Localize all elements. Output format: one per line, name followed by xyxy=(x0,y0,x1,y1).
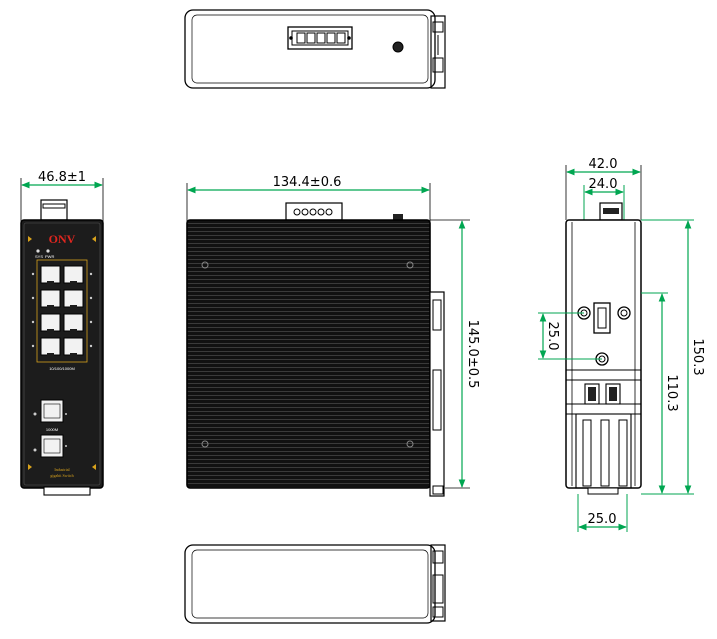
front-top-terminal xyxy=(40,199,68,221)
sfp-speed-label: 1000M xyxy=(46,427,58,432)
top-view-body xyxy=(184,9,436,89)
top-din-clip xyxy=(430,15,446,89)
port-speed-label: 10/100/1000M xyxy=(49,366,75,371)
rear-bottom-width-label: 25.0 xyxy=(588,512,617,527)
ground-screw-icon xyxy=(392,41,404,53)
sys-led-label: SYS xyxy=(35,254,43,259)
top-view xyxy=(184,9,446,89)
pwr-led-label: PWR xyxy=(45,254,54,259)
pwr-led-icon xyxy=(46,249,50,253)
side-view: 134.4±0.6 xyxy=(186,175,480,497)
top-view-inner-outline xyxy=(191,14,429,84)
product-name-line2: gigabit Switch xyxy=(50,473,73,478)
rear-clip-height-label: 110.3 xyxy=(664,374,679,411)
brand-logo: ONV xyxy=(49,232,76,246)
front-width-label: 46.8±1 xyxy=(38,170,86,185)
side-width-label: 134.4±0.6 xyxy=(273,175,342,190)
rear-view: 42.0 24.0 xyxy=(538,157,705,532)
dimension-side-height: 145.0±0.5 xyxy=(430,219,480,489)
dimension-rear-clip-height: 110.3 xyxy=(641,292,679,495)
heatsink-body xyxy=(186,219,431,489)
dimension-rear-hole-spacing: 25.0 xyxy=(538,312,602,360)
front-view: 46.8±1 ONV SYS PWR xyxy=(20,170,104,496)
sfp-slots xyxy=(33,399,67,458)
rear-total-height-label: 150.3 xyxy=(690,338,705,375)
rear-hole-spacing-label: 25.0 xyxy=(545,322,560,351)
din-rail-slot xyxy=(593,302,611,334)
rear-din-clip xyxy=(565,369,642,495)
top-terminal-block xyxy=(287,26,353,50)
port-status-leds xyxy=(31,272,93,348)
rear-inner-width-label: 24.0 xyxy=(589,177,618,192)
bottom-view xyxy=(184,544,446,624)
bottom-din-clip xyxy=(430,544,446,622)
sys-led-icon xyxy=(36,249,40,253)
product-name-line1: Industrial xyxy=(54,467,70,472)
side-terminal-block xyxy=(285,202,403,221)
rear-width-label: 42.0 xyxy=(589,157,618,172)
rear-body xyxy=(565,219,642,489)
mounting-screw-icons xyxy=(201,261,414,448)
front-bottom-clip xyxy=(43,486,91,496)
dimension-rear-total-height: 150.3 xyxy=(641,219,705,495)
side-din-clip xyxy=(429,291,445,497)
side-height-label: 145.0±0.5 xyxy=(465,320,480,389)
dimension-rear-bottom-width: 25.0 xyxy=(577,494,628,532)
dimension-rear-width: 42.0 xyxy=(565,157,642,220)
rj45-ports xyxy=(40,265,84,357)
dimension-side-width: 134.4±0.6 xyxy=(186,175,431,222)
bottom-view-body xyxy=(184,544,436,624)
dimension-front-width: 46.8±1 xyxy=(20,170,104,222)
